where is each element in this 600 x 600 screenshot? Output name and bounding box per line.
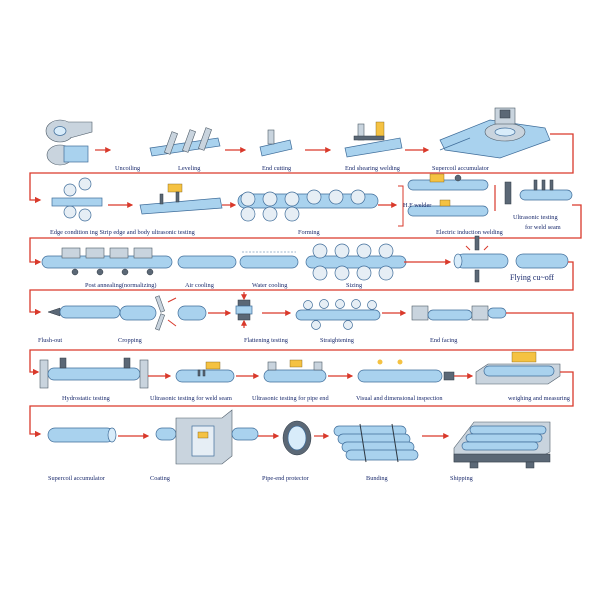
row-6: Supercoil accumulator Coating Pipe-end p… — [47, 409, 551, 482]
ut-weld-seam-illustration — [175, 361, 235, 383]
final-pipe-illustration — [47, 427, 117, 443]
ultrasonic-weld-seam-illustration — [504, 179, 573, 205]
coating-illustration — [155, 409, 259, 465]
flow-connector — [29, 312, 574, 376]
row-1: Uncoiling Leveling End cutting End shear… — [45, 107, 551, 172]
end-facing-illustration — [411, 305, 507, 321]
row-5: Hydrostatic testing Ultrasonic testing f… — [39, 351, 571, 402]
step-label: Supercoil accumulator — [432, 165, 490, 172]
post-annealing-illustration — [41, 247, 173, 276]
electric-induction-welding-illustration — [398, 173, 496, 227]
step-label: Leveling — [178, 165, 201, 172]
flow-connector — [29, 133, 574, 204]
step-label: Flattening testing — [244, 337, 289, 344]
row-4: Flush-out Cropping Flattening testing — [38, 292, 507, 344]
flying-cut-off-illustration — [453, 235, 569, 283]
step-label: End cutting — [262, 165, 292, 172]
step-label: End facing — [430, 337, 458, 344]
cropping-illustration — [119, 295, 207, 331]
step-label: Bunding — [366, 475, 389, 482]
forming-illustration — [237, 189, 379, 222]
step-label: Visual and dimensional inspection — [356, 395, 443, 402]
air-cooling-illustration — [177, 255, 237, 269]
flow-connector — [29, 204, 582, 266]
hydrostatic-testing-illustration — [39, 357, 149, 389]
end-cutting-illustration — [259, 129, 293, 157]
ut-pipe-end-illustration — [263, 359, 327, 383]
bundling-illustration — [333, 423, 419, 463]
step-label: Ultrasonic testing for pipe end — [252, 395, 329, 402]
step-label: Coating — [150, 475, 171, 482]
step-label: Air cooling — [185, 282, 215, 289]
end-shearing-welding-illustration — [344, 121, 403, 158]
supercoil-accumulator-illustration — [439, 107, 551, 159]
weighing-measuring-illustration — [475, 351, 561, 385]
step-label: Water cooling — [252, 282, 288, 289]
water-cooling-illustration — [239, 251, 299, 269]
flow-connector — [29, 261, 574, 316]
pipe-end-protector-illustration — [282, 420, 312, 456]
step-label: Sizing — [346, 282, 363, 289]
step-label: Hydrostatic testing — [62, 395, 111, 402]
step-label: Flying cu~off — [510, 273, 554, 282]
step-label: Forming — [298, 229, 321, 236]
step-label: Flush-out — [38, 337, 62, 344]
row-2: Edge condition ing Strip edge and body u… — [50, 173, 573, 236]
visual-inspection-illustration — [357, 359, 455, 383]
step-label: Ultrasonic testing for weld seam — [150, 395, 232, 402]
step-label: Ultrasonic testing — [513, 214, 558, 221]
leveling-illustration — [149, 127, 221, 157]
uncoiling-illustration — [45, 119, 93, 166]
step-label: Pipe-end protector — [262, 475, 310, 482]
strip-ultrasonic-illustration — [139, 183, 223, 215]
sizing-illustration — [305, 243, 407, 281]
step-label: End shearing welding — [345, 165, 401, 172]
row-3: Post annealing(normalizing) Air cooling … — [41, 235, 569, 289]
straightening-illustration — [295, 299, 381, 330]
step-label: weighing and measuring — [508, 395, 571, 402]
step-label: H.F welder — [403, 202, 432, 209]
flattening-illustration — [235, 292, 253, 328]
step-label: for weld seam — [525, 224, 561, 231]
step-label: Shipping — [450, 475, 474, 482]
flush-out-illustration — [47, 305, 121, 319]
step-label: Electric induction welding — [436, 229, 504, 236]
step-label: Cropping — [118, 337, 143, 344]
shipping-illustration — [453, 421, 551, 469]
edge-conditioning-illustration — [51, 177, 103, 222]
step-label: Uncoiling — [115, 165, 141, 172]
step-label: Edge condition ing Strip edge and body u… — [50, 229, 196, 236]
step-label: Straightening — [320, 337, 355, 344]
step-label: Post annealing(normalizing) — [85, 282, 157, 289]
step-label: Supercoil accumulator — [48, 475, 106, 482]
flow-connector — [29, 371, 574, 438]
